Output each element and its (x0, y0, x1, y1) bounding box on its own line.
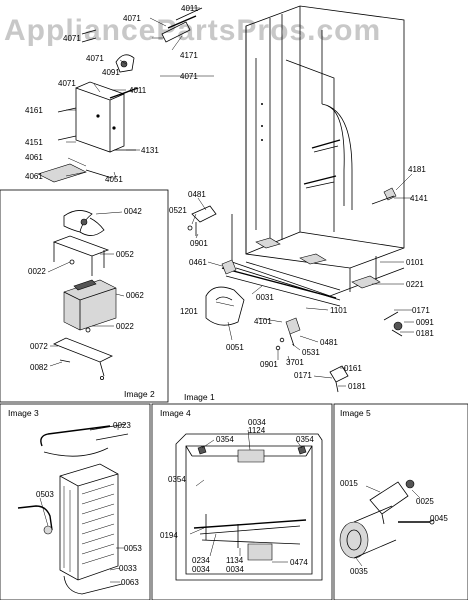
label-4151: 4151 (25, 138, 43, 147)
label-0101: 0101 (406, 258, 424, 267)
evaporator-fins (63, 483, 115, 572)
label-0034a: 0034 (248, 418, 266, 427)
label-0091: 0091 (416, 318, 434, 327)
label-4101: 4101 (254, 317, 272, 326)
leader-lines-image-2 (47, 211, 125, 367)
label-0171b: 0171 (294, 371, 312, 380)
label-0521: 0521 (169, 206, 187, 215)
label-0025: 0025 (416, 497, 434, 506)
labels-main: 4011 4071 4071 4171 4071 4091 4071 4071 … (25, 4, 434, 391)
label-0503: 0503 (36, 490, 54, 499)
label-4071e: 4071 (58, 79, 76, 88)
label-0045: 0045 (430, 514, 448, 523)
label-0461: 0461 (189, 258, 207, 267)
label-0082: 0082 (30, 363, 48, 372)
label-4061b: 4061 (25, 172, 43, 181)
label-3701: 3701 (286, 358, 304, 367)
label-0031: 0031 (256, 293, 274, 302)
labels-image-2: 0042 0052 0022 0062 0022 0072 0082 (28, 207, 144, 372)
leader-lines-image-5 (355, 485, 435, 567)
caption-image-5: Image 5 (340, 408, 371, 418)
label-4071c: 4071 (86, 54, 104, 63)
motor-housing (339, 521, 369, 559)
labels-image-5: 0015 0025 0045 0035 (340, 479, 448, 576)
label-1134: 1134 (226, 556, 244, 565)
label-4071a: 4071 (123, 14, 141, 23)
label-0063: 0063 (121, 578, 139, 587)
caption-image-3: Image 3 (8, 408, 39, 418)
label-4171: 4171 (180, 51, 198, 60)
label-4011b: 4011 (129, 86, 147, 95)
label-4181: 4181 (408, 165, 426, 174)
label-0053: 0053 (124, 544, 142, 553)
image-3-drawing (17, 423, 129, 595)
label-0034b: 0034 (192, 565, 210, 574)
leader-lines-main (65, 7, 414, 387)
label-0161: 0161 (344, 364, 362, 373)
label-0022a: 0022 (28, 267, 46, 276)
label-0022b: 0022 (116, 322, 134, 331)
label-0354a: 0354 (216, 435, 234, 444)
label-4061a: 4061 (25, 153, 43, 162)
label-4091: 4091 (102, 68, 120, 77)
label-0035: 0035 (350, 567, 368, 576)
label-4071b: 4071 (63, 34, 81, 43)
image-2-frame (0, 189, 169, 403)
label-1101: 1101 (330, 306, 348, 315)
watermark: AppliancePartsPros.com (4, 14, 381, 47)
label-0474: 0474 (290, 558, 308, 567)
caption-image-2: Image 2 (124, 389, 155, 399)
image-2-drawing (52, 210, 117, 380)
label-0034c: 0034 (226, 565, 244, 574)
image-3-frame (0, 403, 151, 600)
image-4-drawing (175, 433, 323, 581)
label-0531: 0531 (302, 348, 320, 357)
label-4071d: 4071 (180, 72, 198, 81)
label-0072: 0072 (30, 342, 48, 351)
label-0051: 0051 (226, 343, 244, 352)
label-4141: 4141 (410, 194, 428, 203)
labels-image-4: 0034 1124 0354 0354 0354 0194 0234 0034 … (160, 418, 314, 574)
label-0194: 0194 (160, 531, 178, 540)
label-0234: 0234 (192, 556, 210, 565)
label-0481b: 0481 (320, 338, 338, 347)
caption-image-1: Image 1 (184, 392, 215, 402)
image-5-drawing (339, 479, 435, 559)
label-1124: 1124 (248, 426, 266, 435)
labels-image-3: 0023 0503 0053 0033 0063 (36, 421, 142, 587)
leader-lines-image-4 (189, 429, 303, 563)
label-0481a: 0481 (188, 190, 206, 199)
label-0062: 0062 (126, 291, 144, 300)
label-4051: 4051 (105, 175, 123, 184)
label-0015: 0015 (340, 479, 358, 488)
label-1201: 1201 (180, 307, 198, 316)
label-0901b: 0901 (260, 360, 278, 369)
label-0023: 0023 (113, 421, 131, 430)
label-0181a: 0181 (416, 329, 434, 338)
label-0901a: 0901 (190, 239, 208, 248)
image-4-frame (151, 403, 333, 600)
label-0221: 0221 (406, 280, 424, 289)
label-0181b: 0181 (348, 382, 366, 391)
label-0033: 0033 (119, 564, 137, 573)
label-4131: 4131 (141, 146, 159, 155)
leader-lines-image-3 (39, 426, 124, 583)
label-4011a: 4011 (181, 4, 199, 13)
caption-image-4: Image 4 (160, 408, 191, 418)
label-0052: 0052 (116, 250, 134, 259)
label-0171a: 0171 (412, 306, 430, 315)
label-0042: 0042 (124, 207, 142, 216)
cabinet-drawing (187, 5, 405, 393)
label-0354c: 0354 (168, 475, 186, 484)
label-0354b: 0354 (296, 435, 314, 444)
image-5-frame (333, 403, 468, 600)
label-4161: 4161 (25, 106, 43, 115)
